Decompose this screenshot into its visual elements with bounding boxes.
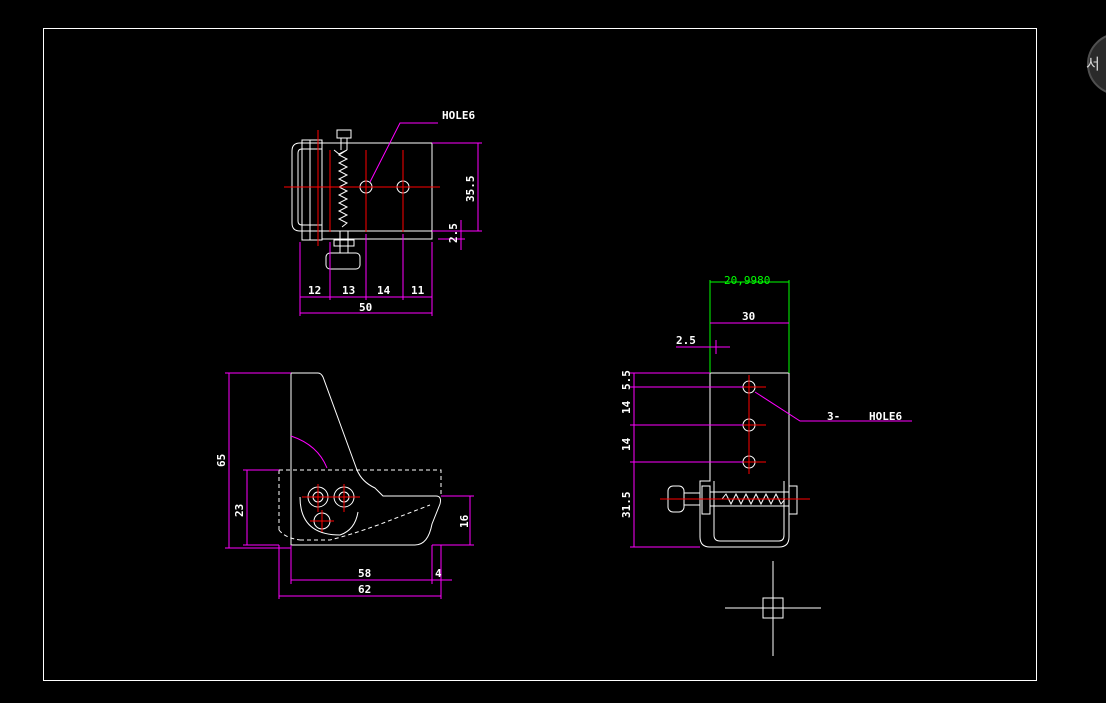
dim-62: 62 (358, 583, 371, 596)
dim-16: 16 (458, 514, 471, 528)
hole-callout-count: 3- (827, 410, 840, 423)
top-view[interactable]: HOLE6 35.5 2.5 12 13 14 11 50 (284, 109, 482, 316)
dim-4: 4 (435, 567, 442, 580)
front-view[interactable]: 65 23 16 58 4 62 (215, 372, 474, 599)
dim-35-5: 35.5 (464, 176, 477, 203)
dim-11: 11 (411, 284, 425, 297)
top-view-dimensions (299, 122, 482, 316)
dim-14-top: 14 (377, 284, 391, 297)
dim-65: 65 (215, 454, 228, 467)
dim-2-5-side: 2.5 (676, 334, 696, 347)
side-view-highlight-dim (709, 280, 790, 373)
floating-nav-glyph: 서 (1086, 55, 1100, 73)
front-view-geometry (290, 372, 441, 546)
dim-30: 30 (742, 310, 755, 323)
side-view-geometry (667, 372, 798, 548)
dim-14-side-a: 14 (620, 400, 633, 414)
side-view[interactable]: 20,9980 30 2.5 5.5 14 14 31.5 3- HOLE6 (620, 274, 912, 548)
dim-13: 13 (342, 284, 355, 297)
drawing-border (43, 28, 1037, 681)
front-view-centerlines (302, 484, 360, 532)
dim-2-5-top: 2.5 (447, 223, 460, 243)
dim-58: 58 (358, 567, 371, 580)
side-view-dimensions (630, 322, 912, 548)
dim-50: 50 (359, 301, 372, 314)
top-view-centerlines (284, 130, 440, 246)
dim-23: 23 (233, 504, 246, 517)
dim-top-value: 20,9980 (724, 274, 770, 287)
dim-14-side-b: 14 (620, 437, 633, 451)
front-view-dimensions (225, 372, 474, 599)
front-view-hidden-lines (278, 469, 442, 541)
hole-callout-top: HOLE6 (442, 109, 475, 122)
hole-callout-side: HOLE6 (869, 410, 902, 423)
top-view-geometry (291, 129, 433, 270)
dim-5-5: 5.5 (620, 370, 633, 390)
dim-12: 12 (308, 284, 321, 297)
floating-nav-button[interactable]: 서 (1086, 34, 1106, 94)
side-view-centerlines (660, 375, 810, 500)
dim-31-5: 31.5 (620, 492, 633, 519)
crosshair-cursor-icon (725, 561, 821, 656)
